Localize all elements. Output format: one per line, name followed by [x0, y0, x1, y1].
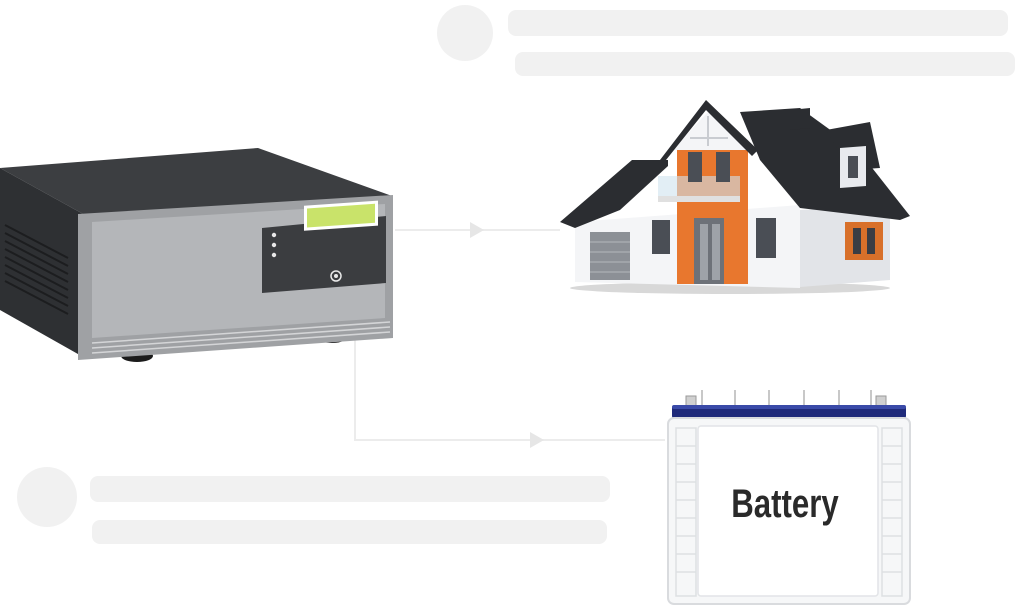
- watermark-top-right: [437, 5, 1015, 76]
- indicator-led: [271, 232, 277, 238]
- watermark-bottom-left: [17, 467, 610, 544]
- connector-arrows: [470, 222, 544, 448]
- house-illustration: [560, 100, 910, 294]
- indicator-led: [271, 242, 277, 248]
- indicator-led: [271, 252, 277, 258]
- battery-unit: [667, 390, 911, 605]
- lcd-display: [307, 203, 375, 228]
- power-button-icon: [330, 270, 342, 282]
- inverter-unit: [0, 148, 393, 362]
- battery-label: Battery: [731, 482, 839, 526]
